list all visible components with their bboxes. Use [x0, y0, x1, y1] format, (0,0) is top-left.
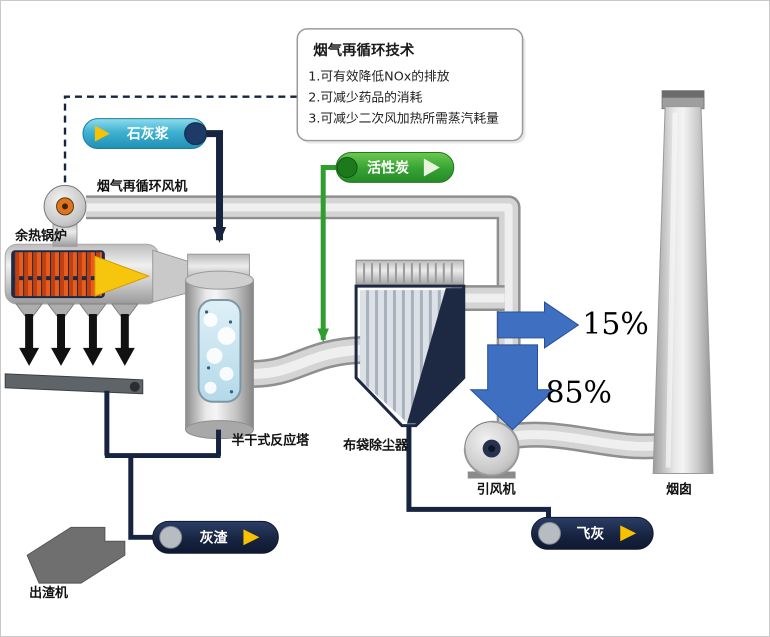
recirculation-fan: [43, 184, 87, 247]
boiler-flow-arrow-icon: [94, 255, 151, 297]
clean-gas-plenum: [406, 288, 464, 424]
play-arrow-icon: [620, 525, 637, 542]
play-arrow-icon: [94, 125, 110, 142]
slag-discharger: [26, 526, 126, 584]
recirculated-percent: 15%: [582, 307, 648, 342]
fly-ash-label: 飞灰: [576, 525, 604, 542]
play-arrow-icon: [243, 529, 260, 546]
reactor-label: 半干式反应塔: [231, 433, 310, 449]
recirc-fan-label: 烟气再循环风机: [97, 178, 188, 194]
split-15-arrow-icon: [497, 301, 580, 349]
activated-carbon-tag: 活性炭: [335, 152, 455, 183]
bottom-ash-tag: 灰渣: [152, 520, 279, 554]
play-arrow-icon: [423, 158, 440, 177]
idfan-to-stack-duct: [492, 421, 663, 460]
boiler-label: 余热锅炉: [14, 228, 67, 244]
callout-box: 烟气再循环技术 1.可有效降低NOx的排放 2.可减少药品的消耗 3.可减少二次…: [296, 28, 526, 144]
bottom-ash-lines: [104, 390, 222, 459]
spray-mist: [203, 313, 236, 394]
callout-item-3: 3.可减少二次风加热所需蒸汽耗量: [308, 112, 499, 127]
callout-item-1: 1.可有效降低NOx的排放: [308, 69, 450, 85]
slag-conveyor: [4, 373, 144, 395]
baghouse-label: 布袋除尘器: [343, 438, 409, 454]
induced-draft-fan: [463, 420, 520, 479]
ash-drop-arrow-icons: [19, 314, 135, 366]
callout-title: 烟气再循环技术: [313, 41, 415, 59]
split-85-arrow-icon: [469, 344, 556, 431]
chimney: [652, 90, 714, 475]
callout-item-2: 2.可减少药品的消耗: [308, 90, 422, 106]
recirculation-dashed-line: [63, 95, 298, 185]
flow-split: 15% 85%: [469, 301, 649, 431]
stack-label: 烟囱: [666, 481, 692, 497]
reactor-to-baghouse-duct: [245, 335, 363, 388]
bottom-ash-line-to-tag: [128, 455, 161, 540]
fly-ash-tag: 飞灰: [531, 516, 654, 550]
id-fan-label: 引风机: [477, 481, 516, 497]
lime-slurry-label: 石灰浆: [126, 126, 169, 143]
activated-carbon-pipe: [317, 164, 342, 343]
bag-filter: [354, 259, 466, 428]
spray-droplets: [204, 310, 234, 394]
slag-machine-label: 出渣机: [29, 585, 68, 601]
waste-heat-boiler: [4, 243, 192, 395]
semi-dry-reactor: [185, 253, 254, 440]
activated-carbon-label: 活性炭: [367, 159, 409, 176]
lime-slurry-tag: 石灰浆: [82, 118, 208, 150]
lime-slurry-pipe: [197, 130, 227, 243]
to-stack-percent: 85%: [545, 376, 611, 411]
bottom-ash-label: 灰渣: [200, 529, 229, 546]
